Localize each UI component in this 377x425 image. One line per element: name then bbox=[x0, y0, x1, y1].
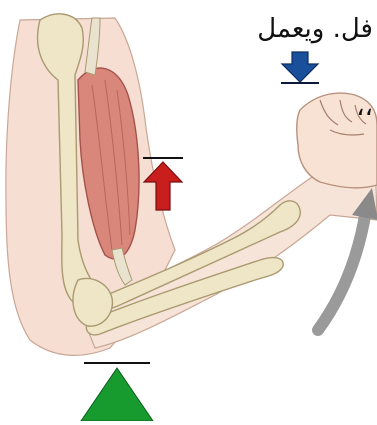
load-arrow bbox=[281, 52, 319, 83]
arabic-text-line-2: ،، bbox=[356, 92, 373, 122]
arabic-text-line-1: فل. ويعمل bbox=[257, 14, 373, 44]
fulcrum-triangle bbox=[81, 363, 153, 421]
